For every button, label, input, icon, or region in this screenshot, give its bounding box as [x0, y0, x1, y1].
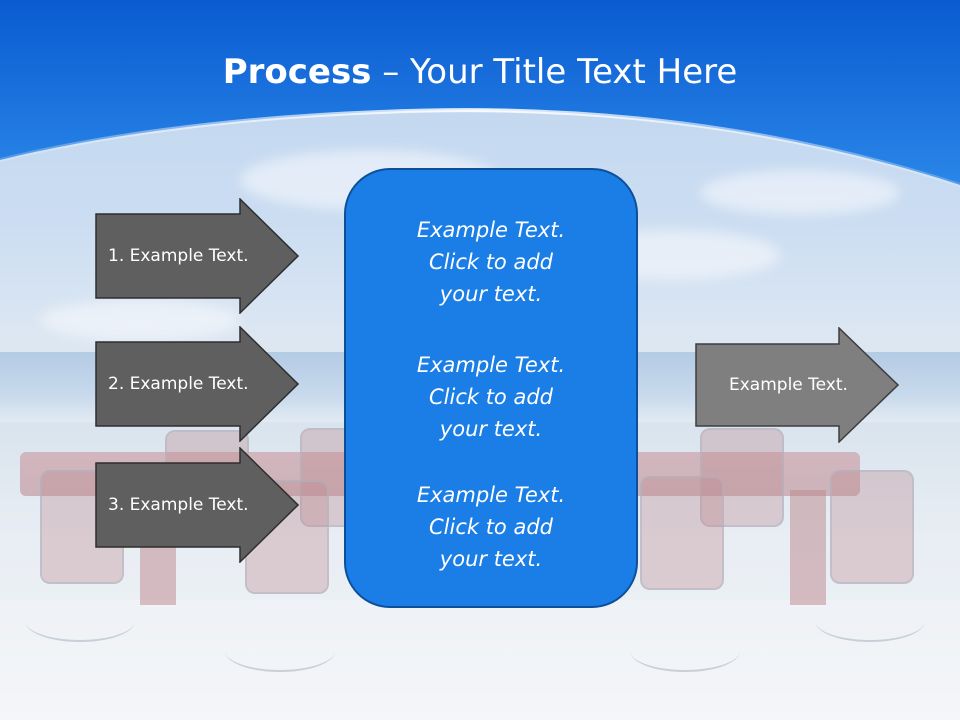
process-arrow-3[interactable]: 3. Example Text.: [95, 447, 299, 563]
text-line: Example Text.: [416, 218, 566, 242]
text-line: your text.: [439, 417, 543, 441]
arrow-label: Example Text.: [729, 375, 848, 395]
text-line: your text.: [439, 282, 543, 306]
text-block-3: Example Text. Click to add your text.: [346, 479, 636, 575]
arrow-label: 2. Example Text.: [108, 374, 249, 394]
arrow-label: 3. Example Text.: [108, 495, 249, 515]
title-rest: – Your Title Text Here: [371, 52, 738, 92]
process-arrow-2[interactable]: 2. Example Text.: [95, 326, 299, 442]
title-bold: Process: [222, 52, 372, 92]
text-line: Example Text.: [416, 483, 566, 507]
arrow-right-icon: [95, 326, 299, 442]
arrow-label: 1. Example Text.: [108, 246, 249, 266]
text-line: Click to add: [428, 385, 553, 409]
arrow-right-icon: [95, 198, 299, 314]
text-line: Example Text.: [416, 353, 566, 377]
arrow-right-icon: [95, 447, 299, 563]
text-line: Click to add: [428, 250, 553, 274]
process-arrow-1[interactable]: 1. Example Text.: [95, 198, 299, 314]
result-arrow[interactable]: Example Text.: [695, 327, 899, 443]
text-block-2: Example Text. Click to add your text.: [346, 349, 636, 445]
text-block-1: Example Text. Click to add your text.: [346, 214, 636, 310]
slide-title[interactable]: Process – Your Title Text Here: [0, 52, 960, 92]
center-text-box[interactable]: Example Text. Click to add your text. Ex…: [344, 168, 638, 608]
arrow-right-icon: [695, 327, 899, 443]
header-band: [0, 0, 960, 187]
text-line: your text.: [439, 547, 543, 571]
text-line: Click to add: [428, 515, 553, 539]
